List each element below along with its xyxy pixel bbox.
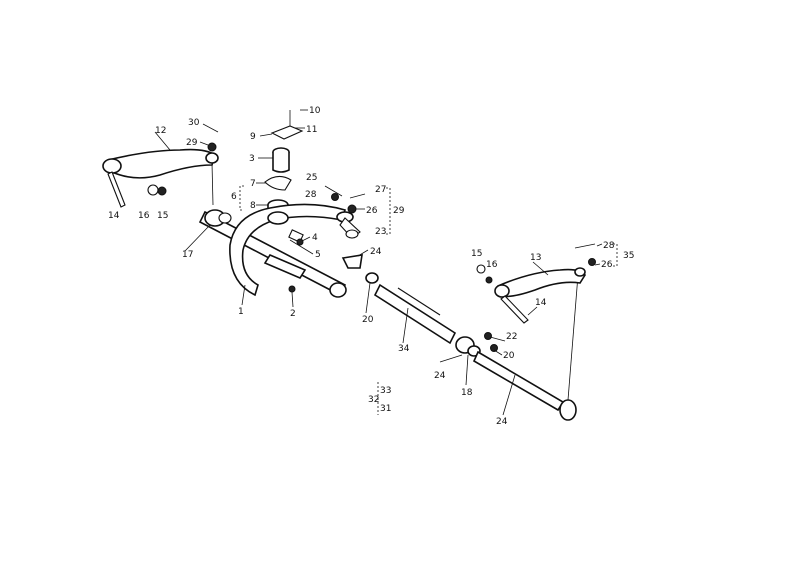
callout-9: 9 [250,132,256,142]
callout-2: 2 [290,309,296,319]
spindle-stack [264,110,304,220]
callout-26-right: 26 [601,260,613,270]
callout-11: 11 [306,125,317,135]
callout-29-center: 29 [393,206,405,216]
callout-14-right: 14 [535,298,547,308]
axle-beam [198,203,354,298]
right-arm-bolt [500,295,529,324]
callout-16-left: 16 [138,211,150,221]
axle-bushings [218,212,304,293]
callout-7: 7 [250,179,256,189]
callout-15-right: 15 [471,249,482,259]
lower-tie-rod [439,274,579,421]
callout-1: 1 [238,307,244,317]
callout-22: 22 [506,332,517,342]
lower-tie-rod-nuts [484,332,498,352]
callout-13: 13 [530,253,541,263]
callout-6: 6 [231,192,237,202]
right-arm-nuts [476,243,596,284]
center-tie-rod-ends [324,185,363,269]
callout-4: 4 [312,233,318,243]
callout-24-center: 24 [370,247,382,257]
callout-27: 27 [375,185,386,195]
callout-12: 12 [155,126,166,136]
callout-24-lower: 24 [496,417,508,427]
callout-3: 3 [249,154,255,164]
callout-32: 32 [368,395,379,405]
callout-20-center: 20 [362,315,374,325]
callout-20-lower: 20 [503,351,515,361]
callout-26-center: 26 [366,206,378,216]
callout-31: 31 [380,404,391,414]
callout-14-left: 14 [108,211,120,221]
grouping-brackets [239,185,618,267]
callout-34: 34 [398,344,410,354]
left-top-nut-and-pin [202,123,219,152]
callout-5: 5 [315,250,321,260]
left-arm-bolt [107,171,126,208]
callout-10: 10 [309,106,321,116]
callout-30: 30 [188,118,200,128]
center-tie-rod [365,272,457,345]
leader-lines [154,109,603,416]
callout-16-right: 16 [486,260,498,270]
callout-labels: 10 11 9 3 7 6 8 30 29 12 14 16 15 17 1 2… [108,106,634,427]
callout-28-right: 28 [603,241,615,251]
callout-28-center: 28 [305,190,317,200]
callout-15-left: 15 [157,211,168,221]
left-arm-nut [147,184,167,196]
callout-24-lower-left: 24 [434,371,446,381]
callout-17: 17 [182,250,193,260]
callout-29-left: 29 [186,138,198,148]
callout-35: 35 [623,251,634,261]
callout-18: 18 [461,388,473,398]
callout-23: 23 [375,227,386,237]
right-steering-arm [494,267,586,298]
callout-25: 25 [306,173,317,183]
callout-8: 8 [250,201,256,211]
callout-33: 33 [380,386,391,396]
